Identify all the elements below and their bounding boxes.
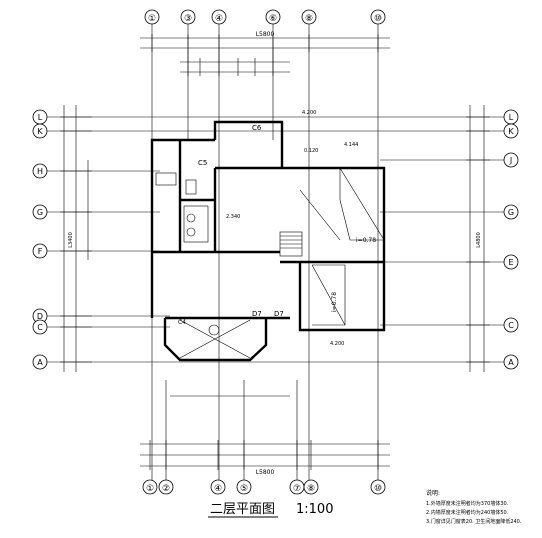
axis-bubble-label: ④	[215, 14, 223, 24]
axis-bubble-label: C	[37, 323, 43, 332]
axis-bubble-label: K	[37, 127, 43, 136]
elevation-low: 4.200	[330, 341, 344, 347]
top-dimension-chains	[140, 34, 390, 76]
bottom-axis-bubbles: ① ② ④ ⑤ ⑦ ⑧ ⑩	[142, 479, 386, 495]
elevation-side: 4.144	[344, 142, 358, 148]
door-label-d7-second: D7	[274, 310, 284, 318]
bottom-dimension-chains	[140, 395, 390, 470]
axis-bubble-label: A	[37, 358, 43, 367]
axis-bubble-label: G	[508, 208, 514, 217]
roof-slope-label-second: i=0.78	[331, 292, 338, 312]
axis-bubble-label: ⑥	[269, 14, 277, 24]
top-axis-bubbles: ① ③ ④ ⑥ ⑧ ⑩	[144, 9, 386, 25]
axis-bubble-label: D	[37, 312, 43, 321]
overall-top-dimension: L5800	[256, 31, 275, 38]
axis-bubble-label: ②	[162, 484, 170, 494]
axis-bubble-label: ⑩	[374, 484, 382, 494]
right-axis-bubbles: L K J G E C A	[503, 109, 519, 370]
horizontal-axis-lines	[47, 116, 504, 363]
axis-bubble-label: L	[509, 113, 514, 122]
axis-bubble-label: C	[508, 321, 514, 330]
axis-bubble-label: ⑧	[307, 484, 315, 494]
building-walls	[150, 120, 386, 362]
roof-slope-label: i=0.78	[356, 237, 376, 244]
left-dimension-chains	[60, 105, 92, 372]
left-axis-bubbles: L K H G F D C A	[32, 109, 48, 370]
notes-line-2: 2.内墙厚度未注明者均为240墙体50.	[426, 509, 509, 516]
door-label-d7: D7	[252, 310, 262, 318]
elevation-main: 4.200	[302, 110, 316, 116]
axis-bubble-label: ⑤	[240, 484, 248, 494]
axis-bubble-label: K	[508, 127, 514, 136]
axis-bubble-label: ③	[184, 14, 192, 24]
notes-line-1: 1.外墙厚度未注明者均为370墙体30.	[426, 500, 509, 507]
notes-block: 说明: 1.外墙厚度未注明者均为370墙体30. 2.内墙厚度未注明者均为240…	[426, 489, 522, 525]
overall-bottom-dimension: L5800	[256, 469, 275, 476]
right-vertical-dimension: L4800	[476, 232, 482, 248]
right-dimension-chains	[466, 105, 490, 372]
axis-bubble-label: ①	[146, 484, 154, 494]
axis-bubble-label: ⑦	[293, 484, 301, 494]
axis-bubble-label: ④	[214, 484, 222, 494]
axis-bubble-label: L	[38, 113, 43, 122]
axis-bubble-label: ⑧	[305, 14, 313, 24]
elevation-small: 2.340	[226, 214, 240, 220]
axis-bubble-label: E	[508, 258, 513, 267]
notes-heading: 说明:	[426, 489, 440, 497]
axis-bubble-label: A	[508, 358, 514, 367]
window-label-c4: C4	[178, 319, 186, 326]
axis-bubble-label: H	[37, 167, 43, 176]
interior-details	[155, 167, 385, 359]
elevation-label-a: 0.120	[304, 148, 318, 154]
axis-bubble-label: J	[509, 156, 512, 165]
axis-bubble-label: ⑩	[374, 14, 382, 24]
left-vertical-dimension: L3400	[68, 232, 74, 248]
notes-line-3: 3.门窗详见门窗表20. 卫生间地面降低240.	[426, 518, 522, 525]
drawing-scale: 1:100	[296, 502, 333, 517]
window-label-c6: C6	[252, 124, 262, 132]
axis-bubble-label: G	[37, 208, 43, 217]
window-label-c5: C5	[198, 159, 207, 167]
axis-bubble-label: F	[38, 247, 43, 256]
drawing-title: 二层平面图	[210, 502, 275, 517]
axis-bubble-label: ①	[148, 14, 156, 24]
